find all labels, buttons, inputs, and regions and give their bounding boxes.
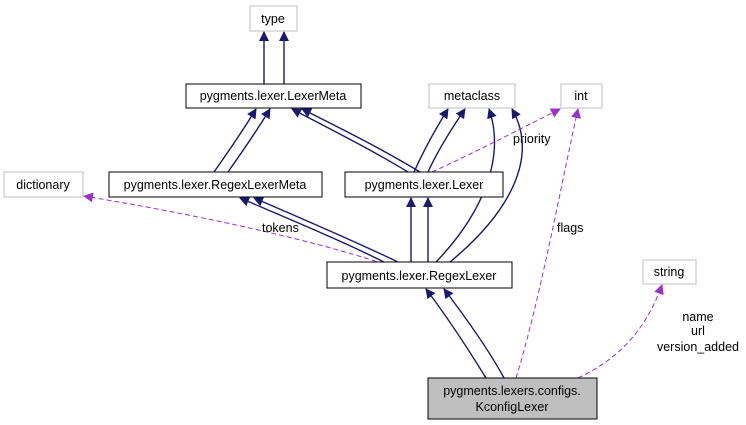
edge-label-tokens: tokens bbox=[262, 221, 299, 235]
edge-kconfiglexer-to-regexlexer bbox=[425, 288, 487, 379]
edge-regexlexer-to-metaclass bbox=[449, 108, 523, 263]
svg-text:int: int bbox=[574, 89, 588, 103]
edge-lexer-to-metaclass bbox=[427, 108, 466, 173]
svg-text:type: type bbox=[261, 12, 285, 26]
svg-text:dictionary: dictionary bbox=[16, 178, 70, 192]
edge-regexlexer-to-regexlexermeta bbox=[253, 196, 399, 263]
node-type[interactable]: type bbox=[249, 5, 298, 32]
edge-label-flags: flags bbox=[557, 221, 583, 235]
edge-regexlexermeta-to-lexermeta bbox=[213, 108, 257, 173]
edge-label-name: name bbox=[682, 310, 713, 324]
node-metaclass[interactable]: metaclass bbox=[428, 83, 516, 109]
node-string[interactable]: string bbox=[642, 259, 697, 285]
edge-label-version-added: version_added bbox=[657, 340, 739, 354]
edge-kconfiglexer-uses-int-flags bbox=[515, 108, 581, 379]
svg-text:KconfigLexer: KconfigLexer bbox=[476, 400, 549, 414]
edge-lexer-to-metaclass bbox=[413, 108, 449, 173]
svg-text:pygments.lexer.LexerMeta: pygments.lexer.LexerMeta bbox=[200, 89, 347, 103]
edge-regexlexermeta-to-lexermeta bbox=[227, 108, 271, 173]
svg-text:pygments.lexer.Lexer: pygments.lexer.Lexer bbox=[365, 178, 484, 192]
edge-kconfiglexer-uses-string bbox=[577, 284, 664, 379]
svg-text:string: string bbox=[654, 265, 685, 279]
edge-label-url: url bbox=[691, 324, 705, 338]
edge-regexlexer-uses-dictionary-tokens bbox=[83, 192, 385, 265]
node-lexer[interactable]: pygments.lexer.Lexer bbox=[344, 171, 504, 198]
edge-labels: priority tokens flags name url version_a… bbox=[262, 132, 739, 354]
node-kconfiglexer[interactable]: pygments.lexers.configs. KconfigLexer bbox=[427, 377, 598, 420]
node-lexermeta[interactable]: pygments.lexer.LexerMeta bbox=[185, 83, 362, 109]
node-regexlexermeta[interactable]: pygments.lexer.RegexLexerMeta bbox=[108, 171, 323, 198]
edge-lexer-uses-int-priority bbox=[431, 108, 561, 173]
edge-label-priority: priority bbox=[513, 132, 551, 146]
node-dictionary[interactable]: dictionary bbox=[3, 171, 84, 198]
edge-lexer-to-lexermeta bbox=[301, 108, 421, 173]
edge-kconfiglexer-to-regexlexer bbox=[443, 288, 505, 379]
svg-text:pygments.lexers.configs.: pygments.lexers.configs. bbox=[443, 384, 581, 398]
svg-text:metaclass: metaclass bbox=[444, 89, 500, 103]
node-regexlexer[interactable]: pygments.lexer.RegexLexer bbox=[326, 261, 513, 289]
edge-lexer-to-lexermeta bbox=[291, 108, 409, 173]
svg-text:pygments.lexer.RegexLexerMeta: pygments.lexer.RegexLexerMeta bbox=[124, 178, 307, 192]
svg-text:pygments.lexer.RegexLexer: pygments.lexer.RegexLexer bbox=[342, 269, 497, 283]
node-int[interactable]: int bbox=[560, 83, 603, 109]
